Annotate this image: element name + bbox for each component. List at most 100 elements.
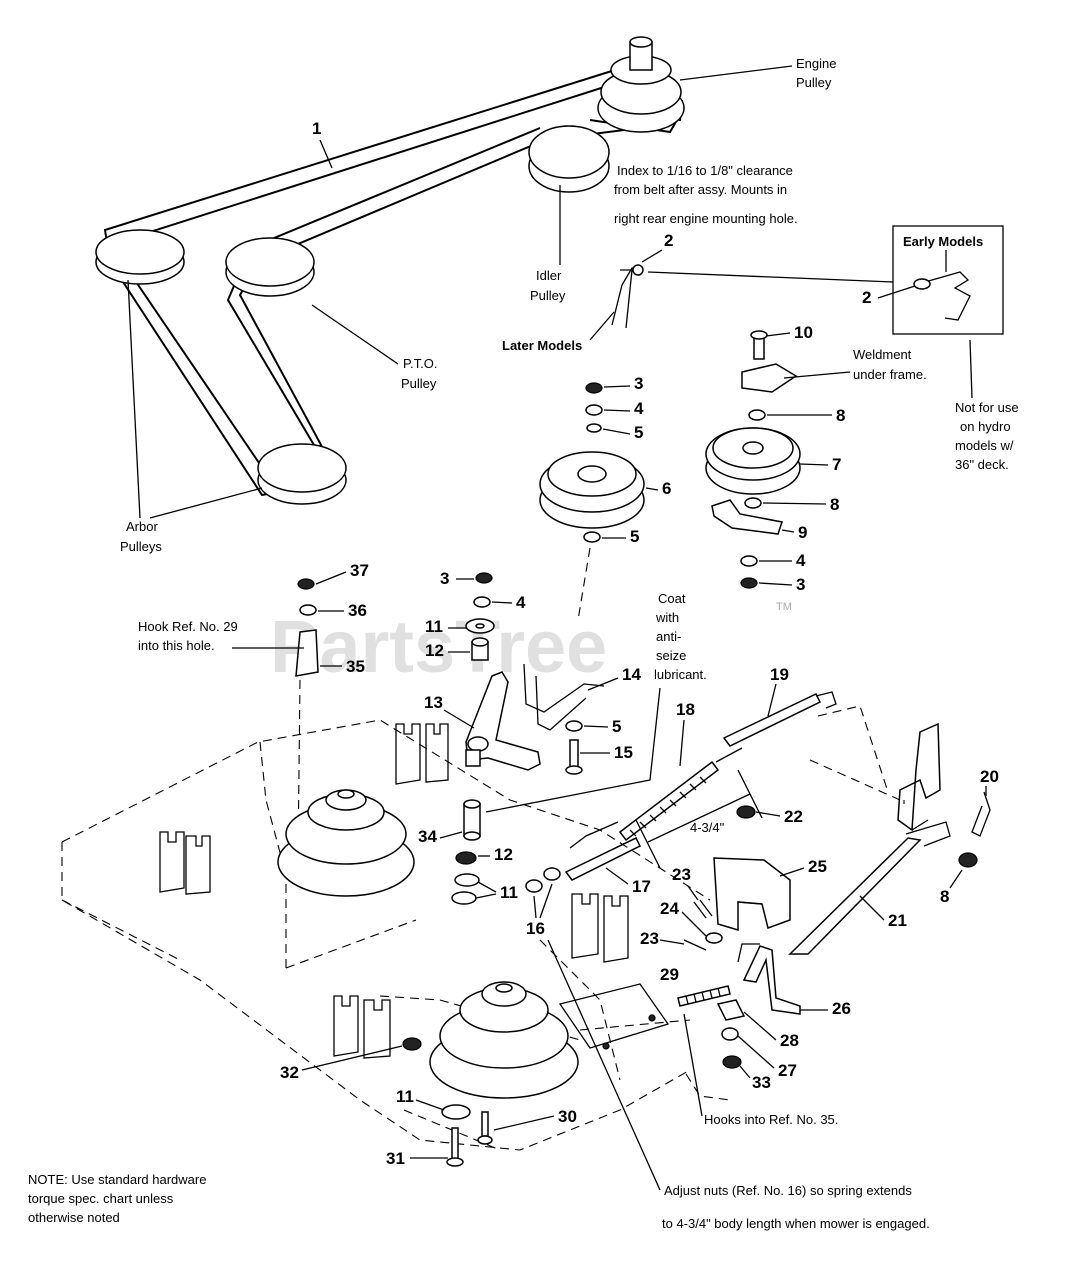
hook-ref-label-1: Hook Ref. No. 29 [138,619,238,634]
rod-17 [564,837,642,881]
pulley-stack-6 [539,382,645,543]
callout-3b: 3 [440,569,449,588]
idler-bracket-later [611,264,644,329]
footer-note-1: NOTE: Use standard hardware [28,1172,206,1187]
callout-3a: 3 [634,374,643,393]
washer-11c [441,1104,471,1120]
callout-2a: 2 [664,231,673,250]
spring-18 [569,747,743,849]
callout-18: 18 [676,700,695,719]
callout-14: 14 [622,665,641,684]
callout-10: 10 [794,323,813,342]
early-models-box [892,225,1004,335]
callout-23a: 23 [672,865,691,884]
bolt-15 [565,720,583,775]
callout-13: 13 [424,693,443,712]
callout-4b: 4 [516,593,526,612]
callout-7: 7 [832,455,841,474]
link-rod-21 [788,819,951,955]
spring-29 [677,985,731,1007]
bolt-31 [446,1127,464,1167]
callout-33: 33 [752,1073,771,1092]
pin-23a [693,899,713,919]
washer-24 [705,932,723,944]
callout-25: 25 [808,857,827,876]
idler-pulley [528,125,610,193]
callout-6: 6 [662,479,671,498]
nut-32 [402,1037,422,1051]
callout-3c: 3 [796,575,805,594]
callout-11c: 11 [396,1087,414,1106]
bracket-right [897,722,941,832]
bushing-12 [455,851,477,865]
coat-label-3: anti- [656,629,681,644]
nut-22 [736,805,756,819]
engine-pulley [597,36,685,133]
clip-28 [716,999,746,1021]
callout-4c: 4 [796,551,806,570]
adjust-note-1: Adjust nuts (Ref. No. 16) so spring exte… [664,1183,912,1198]
hairpin-20 [971,791,991,837]
pulley-stack-7 [705,330,801,589]
dimension-label: 4-3/4" [690,820,725,835]
callout-2b: 2 [862,288,871,307]
coat-label-2: with [655,610,679,625]
callout-28: 28 [780,1031,799,1050]
pto-pulley [225,237,315,297]
nuts-16 [525,867,561,893]
callout-31: 31 [386,1149,405,1168]
hook-bracket-35 [295,578,319,677]
washers-11 [451,873,480,905]
callout-19: 19 [770,665,789,684]
callout-16: 16 [526,919,545,938]
callout-34: 34 [418,827,437,846]
index-note-3: right rear engine mounting hole. [614,211,798,226]
callout-26: 26 [832,999,851,1018]
callout-11b: 11 [500,883,518,902]
callout-8c: 8 [940,887,949,906]
callout-32: 32 [280,1063,299,1082]
callout-5c: 5 [612,717,621,736]
adjust-note-2: to 4-3/4" body length when mower is enga… [662,1216,930,1231]
nut-33 [722,1055,742,1069]
callout-12b: 12 [494,845,513,864]
callout-22: 22 [784,807,803,826]
arbor-pulley-lower [257,443,347,505]
callout-17: 17 [632,877,651,896]
index-note-1: Index to 1/16 to 1/8" clearance [617,163,793,178]
callout-36: 36 [348,601,367,620]
not-for-use-2: on hydro [960,419,1011,434]
footer-note-3: otherwise noted [28,1210,120,1225]
engine-pulley-label-2: Pulley [796,75,832,90]
hooks-into-label: Hooks into Ref. No. 35. [704,1112,838,1127]
callout-37: 37 [350,561,369,580]
not-for-use-4: 36" deck. [955,457,1009,472]
callout-11a: 11 [425,617,443,636]
spacer-34 [463,799,481,841]
weldment-label-1: Weldment [853,347,912,362]
pin-23b [683,939,707,951]
callout-20: 20 [980,767,999,786]
idler-pulley-label-2: Pulley [530,288,566,303]
later-models-label: Later Models [502,338,582,353]
mower-deck [61,705,905,1151]
callout-21: 21 [888,911,907,930]
callout-9: 9 [798,523,807,542]
not-for-use-3: models w/ [955,438,1014,453]
coat-label-4: seize [656,648,686,663]
idler-arm-13 [465,671,541,771]
index-note-2: from belt after assy. Mounts in [614,182,787,197]
callout-35: 35 [346,657,365,676]
weldment-label-2: under frame. [853,367,927,382]
spindle-stack-11 [465,572,495,661]
watermark-tm: TM [776,601,792,613]
callout-27: 27 [778,1061,797,1080]
callout-24: 24 [660,899,679,918]
washer-27 [721,1027,739,1041]
coat-label-5: lubricant. [654,667,707,682]
callout-8b: 8 [830,495,839,514]
engine-pulley-label-1: Engine [796,56,836,71]
nut-8c [958,852,978,868]
callout-5b: 5 [630,527,639,546]
